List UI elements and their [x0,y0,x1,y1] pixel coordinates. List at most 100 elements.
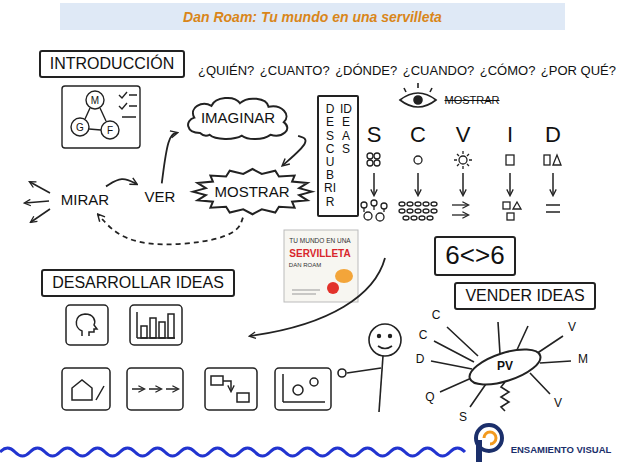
cloud-outline [188,98,287,139]
look-arrows [31,209,50,222]
sqvid-icons [544,155,550,165]
look-arrows [25,182,50,222]
idea-icons [149,388,161,390]
logo-mark [484,432,496,444]
sqvid-results [507,213,514,220]
flow-arrow [162,133,177,184]
sqvid-results [371,200,377,206]
swiss-knife [431,322,571,411]
stick-figure [378,346,392,349]
book-cover [327,282,339,294]
idea-icons [205,368,257,410]
sqvid-results [431,202,437,206]
sqvid-results [423,202,429,206]
idea-icons [130,305,182,345]
vertical-box: DESCUBRIRIDEAS [317,95,359,217]
rule-box: 6<>6 [434,236,515,276]
node-text: IDEAS [340,103,352,156]
stick-figure [389,335,392,338]
idea-icons [62,368,110,410]
down-arrows [509,173,511,195]
burst-shape: MOSTRAR [193,169,312,214]
sqvid-icons [454,151,472,169]
sqvid-letter: D [545,123,561,147]
logo-text: ENSAMIENTO VISUAL [511,445,612,455]
title-banner [60,3,565,30]
tool-letter: S [459,411,467,424]
down-arrows [417,173,419,195]
sqvid-results [513,202,521,209]
idea-icons [283,374,325,402]
sqvid-letter: I [507,123,513,147]
idea-icons [166,388,178,390]
idea-icons [72,380,104,400]
burst-outline [193,169,312,214]
sqvid-icons [553,155,561,165]
sqvid-results [364,206,384,212]
swiss-knife [431,322,571,407]
idea-icons [150,318,156,338]
idea-icons [223,381,231,391]
node-text: 6<>6 [445,241,504,271]
sqvid-results [546,205,560,212]
sqvid-letter: V [456,123,471,147]
intro-icon [62,86,140,148]
tool-letter: C [419,329,428,342]
stick-figure [378,335,381,338]
section-box: INTRODUCCIÓN [39,50,185,78]
sqvid-results [415,209,421,213]
icon-letter: G [76,122,84,133]
tool-letter: Q [425,391,434,404]
idea-icons [168,314,174,338]
sqvid-icons [459,156,467,164]
question-row: ¿QUIÉN?¿CUANTO?¿DÓNDE?¿CUANDO?¿CÓMO?¿POR… [198,64,616,78]
sqvid-results [376,213,384,221]
idea-icons [310,378,318,386]
sqvid-results [407,209,413,213]
step-word: VER [141,186,180,207]
node-text: IMAGINAR [201,109,275,126]
question-word: ¿QUIÉN? [198,64,254,78]
sqvid-results [411,216,417,220]
sqvid-results [364,212,372,220]
node-text: MOSTRAR [215,183,290,200]
sqvid-results [381,203,387,209]
sqvid-icons [374,160,380,166]
sqvid-letter: S [367,123,382,147]
question-word: ¿CUANTO? [260,64,330,78]
sqvid-icons [367,151,561,169]
sqvid-icons [367,153,373,159]
intro-icon [71,118,89,136]
idea-icons [76,314,97,336]
sqvid-results [423,209,429,213]
node-text: VER [145,188,176,205]
swiss-knife [465,342,544,391]
idea-icons [211,376,223,385]
title: Dan Roam: Tu mundo en una servilleta [60,3,565,30]
eye-icon [400,93,436,107]
node-text: MIRAR [61,191,109,208]
flow-arrow [106,179,137,186]
question-word: ¿CÓMO? [480,64,536,78]
intro-icon [86,91,104,109]
knife-label: PV [497,360,513,373]
idea-icons [66,305,108,345]
icon-letter: M [91,95,99,106]
sqvid-results [503,202,510,209]
tool-letter: C [432,309,441,322]
idea-icons [275,368,331,410]
book-cover [292,290,320,294]
intro-icon [119,92,137,117]
sqvid-icons [374,153,380,159]
tool-letter: D [416,353,425,366]
intro-icon [85,108,106,130]
idea-icons [159,322,165,338]
book-text: TU MUNDO EN UNA [289,237,350,244]
sqvid-letter: C [410,123,426,147]
tool-letter: V [568,321,576,334]
intro-icon [62,86,140,148]
step-word: MIRAR [57,189,113,210]
book-title: SERVILLETA [289,248,350,259]
thought-cloud: IMAGINAR [181,95,295,140]
